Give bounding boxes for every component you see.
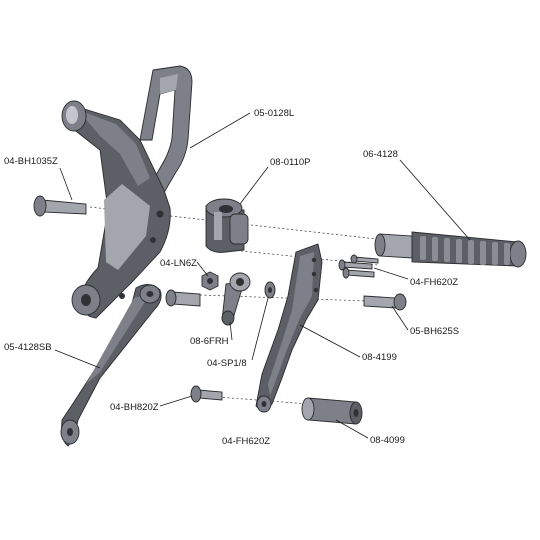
label-part-5: 04-LN6Z <box>160 258 197 269</box>
locknut-part <box>201 271 219 291</box>
rod-end-part <box>221 272 251 326</box>
pedal-lever-part <box>255 243 323 413</box>
label-part-4: 04-BH1035Z <box>4 156 58 167</box>
label-part-12: 04-BH820Z <box>110 402 159 413</box>
leader-08-6frh <box>229 321 233 341</box>
label-part-11: 08-4199 <box>362 352 397 363</box>
foot-peg-part <box>374 231 527 268</box>
bolt-bh820z-part <box>190 385 223 403</box>
label-part-9: 05-4128SB <box>4 342 52 353</box>
label-part-1: 05-0128L <box>254 108 294 119</box>
bolt-bh1035z-part <box>33 195 87 217</box>
sleeve-4099-part <box>301 397 363 425</box>
leader-06-4128 <box>399 159 471 241</box>
label-part-13: 04-FH620Z <box>222 436 270 447</box>
leader-04-sp18 <box>251 297 269 361</box>
label-part-2: 08-0110P <box>270 157 311 168</box>
leader-08-4199 <box>299 324 361 358</box>
leader-08-4099 <box>335 419 369 439</box>
rearset-bracket-part <box>61 65 193 319</box>
leader-08-0110p <box>239 166 269 205</box>
label-part-10: 04-SP1/8 <box>207 358 247 369</box>
pivot-bolt-part <box>165 289 201 307</box>
leader-04-bh820z <box>159 395 193 407</box>
spacer-sp18-part <box>264 281 276 299</box>
pivot-0110p-part <box>205 198 249 253</box>
leader-04-ln6z <box>196 261 209 277</box>
leader-05-0128l <box>189 112 251 149</box>
axis-lower <box>204 395 361 409</box>
leader-04-bh1035z <box>59 167 73 201</box>
part-labels: 05-0128L 08-0110P 06-4128 04-BH1035Z 04-… <box>4 108 459 447</box>
label-part-7: 08-6FRH <box>190 336 229 347</box>
label-part-6: 04-FH620Z <box>410 277 458 288</box>
bolt-bh625s-part <box>363 293 407 311</box>
leader-lines <box>54 112 471 439</box>
label-part-8: 05-BH625S <box>410 326 459 337</box>
label-part-3: 06-4128 <box>363 149 398 160</box>
leader-04-fh620z-upper <box>373 267 409 280</box>
fh620z-bolts-upper-part <box>338 254 379 279</box>
leader-05-bh625s <box>391 305 409 331</box>
shift-arm-part <box>60 284 162 447</box>
label-part-14: 08-4099 <box>370 435 405 446</box>
leader-05-4128sb <box>54 349 101 369</box>
